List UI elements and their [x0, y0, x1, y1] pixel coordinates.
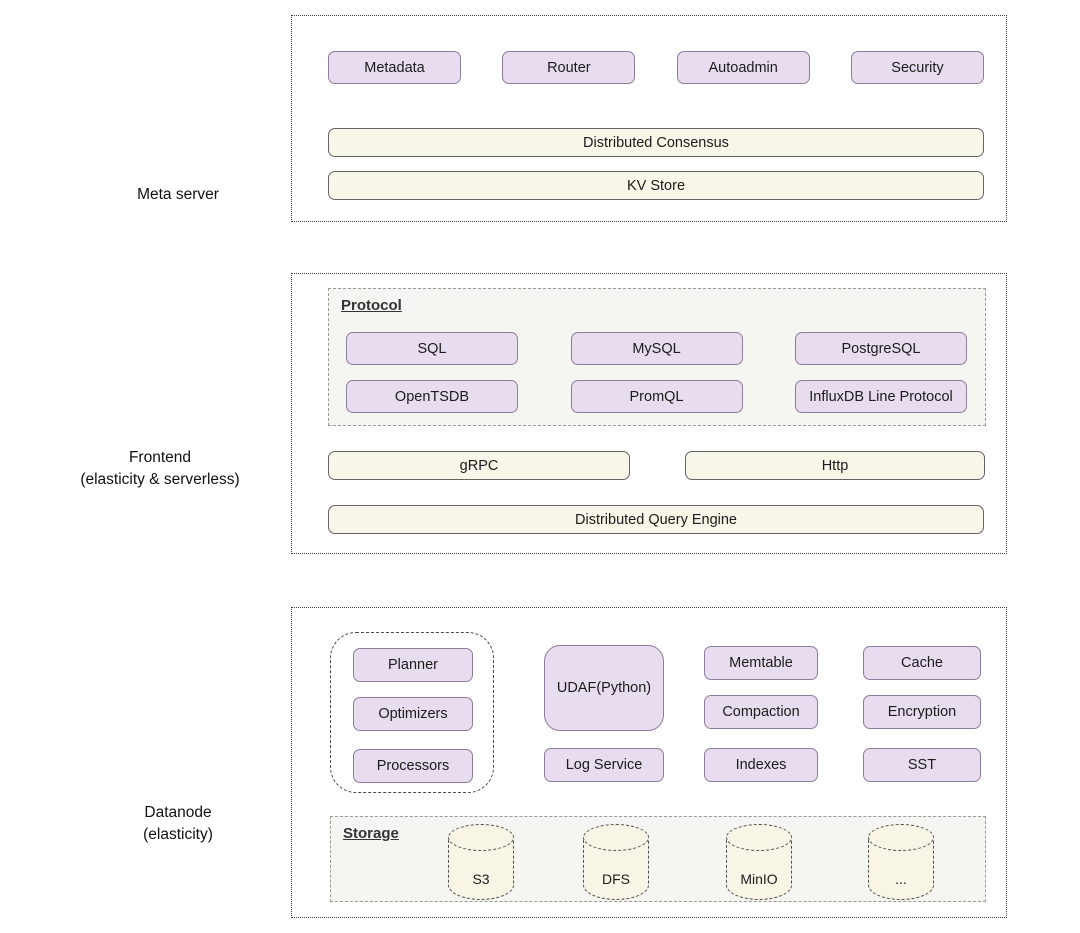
datanode-container: Planner Optimizers Processors UDAF(Pytho… — [291, 607, 1007, 918]
node-postgresql: PostgreSQL — [795, 332, 967, 365]
bar-distributed-query-engine: Distributed Query Engine — [328, 505, 984, 534]
node-log-service: Log Service — [544, 748, 664, 782]
row-label-meta-server: Meta server — [137, 186, 219, 203]
node-security: Security — [850, 51, 984, 84]
cylinder-icon — [726, 824, 792, 851]
protocol-panel-title: Protocol — [341, 297, 402, 314]
node-mysql: MySQL — [570, 332, 743, 365]
storage-cylinder-minio: MinIO — [726, 824, 792, 900]
storage-cylinder-s3: S3 — [448, 824, 514, 900]
bar-distributed-consensus: Distributed Consensus — [328, 128, 984, 157]
storage-cylinder-more-label: ... — [895, 871, 907, 887]
node-cache: Cache — [863, 646, 981, 680]
node-opentsdb: OpenTSDB — [346, 380, 518, 413]
row-label-frontend: Frontend (elasticity & serverless) — [46, 447, 274, 491]
bar-grpc: gRPC — [328, 451, 630, 480]
frontend-container: Protocol SQL MySQL PostgreSQL OpenTSDB P… — [291, 273, 1007, 554]
cylinder-icon — [868, 824, 934, 851]
storage-cylinder-dfs-label: DFS — [602, 871, 630, 887]
row-label-datanode-line1: Datanode — [144, 804, 212, 821]
node-metadata: Metadata — [328, 51, 461, 84]
node-router: Router — [502, 51, 636, 84]
meta-server-container: Metadata Router Autoadmin Security Distr… — [291, 15, 1007, 222]
cylinder-icon — [448, 824, 514, 851]
node-autoadmin: Autoadmin — [676, 51, 810, 84]
protocol-panel: Protocol SQL MySQL PostgreSQL OpenTSDB P… — [328, 288, 986, 426]
row-label-datanode: Datanode (elasticity) — [88, 802, 268, 846]
protocol-row-2: OpenTSDB PromQL InfluxDB Line Protocol — [346, 380, 967, 413]
node-planner: Planner — [353, 648, 473, 682]
node-influxdb-line-protocol: InfluxDB Line Protocol — [795, 380, 967, 413]
meta-chip-row: Metadata Router Autoadmin Security — [328, 51, 984, 84]
bar-kv-store: KV Store — [328, 171, 984, 200]
node-sst: SST — [863, 748, 981, 782]
row-label-datanode-line2: (elasticity) — [143, 826, 213, 843]
storage-cylinder-minio-label: MinIO — [740, 871, 778, 887]
node-udaf-python: UDAF(Python) — [544, 645, 664, 731]
row-label-frontend-line1: Frontend — [128, 449, 192, 466]
storage-cylinder-more: ... — [868, 824, 934, 900]
storage-cylinder-dfs: DFS — [583, 824, 649, 900]
node-encryption: Encryption — [863, 695, 981, 729]
node-memtable: Memtable — [704, 646, 818, 680]
node-processors: Processors — [353, 749, 473, 783]
node-optimizers: Optimizers — [353, 697, 473, 731]
node-sql: SQL — [346, 332, 518, 365]
node-promql: PromQL — [570, 380, 743, 413]
node-indexes: Indexes — [704, 748, 818, 782]
storage-panel: Storage S3 DFS MinIO ... — [330, 816, 986, 902]
storage-panel-title: Storage — [343, 825, 399, 842]
query-group: Planner Optimizers Processors — [330, 632, 494, 793]
cylinder-icon — [583, 824, 649, 851]
bar-http: Http — [685, 451, 985, 480]
row-label-frontend-line2: (elasticity & serverless) — [80, 471, 240, 488]
storage-cylinder-s3-label: S3 — [472, 871, 490, 887]
protocol-row-1: SQL MySQL PostgreSQL — [346, 332, 967, 365]
node-compaction: Compaction — [704, 695, 818, 729]
